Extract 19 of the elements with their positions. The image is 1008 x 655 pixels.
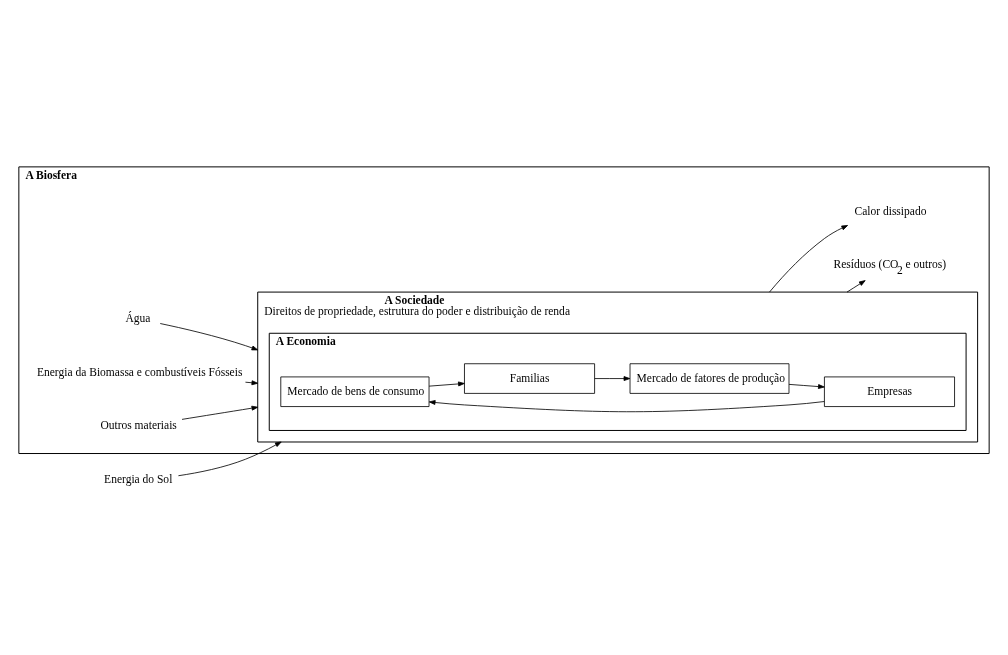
node-text: Calor dissipado xyxy=(854,205,927,218)
node-text: Energia da Biomassa e combustíveis Fósseis xyxy=(36,365,243,378)
arrow xyxy=(428,381,465,387)
arrow xyxy=(178,441,282,477)
arrow xyxy=(594,376,631,381)
arrow xyxy=(846,280,866,293)
node-text: Outros materiais xyxy=(100,419,177,432)
node-box: Familias xyxy=(464,363,595,394)
arrow xyxy=(159,323,259,351)
node-text: Energia do Sol xyxy=(104,472,173,485)
arrow xyxy=(428,400,825,413)
arrow xyxy=(788,383,825,389)
node-box: Mercado de fatores de produção xyxy=(629,363,790,394)
arrow xyxy=(181,405,259,420)
node-box: Empresas xyxy=(824,376,955,407)
arrow xyxy=(769,225,848,293)
node-box: Mercado de bens de consumo xyxy=(280,376,430,407)
arrow xyxy=(245,380,259,386)
node-text: Água xyxy=(125,312,151,325)
